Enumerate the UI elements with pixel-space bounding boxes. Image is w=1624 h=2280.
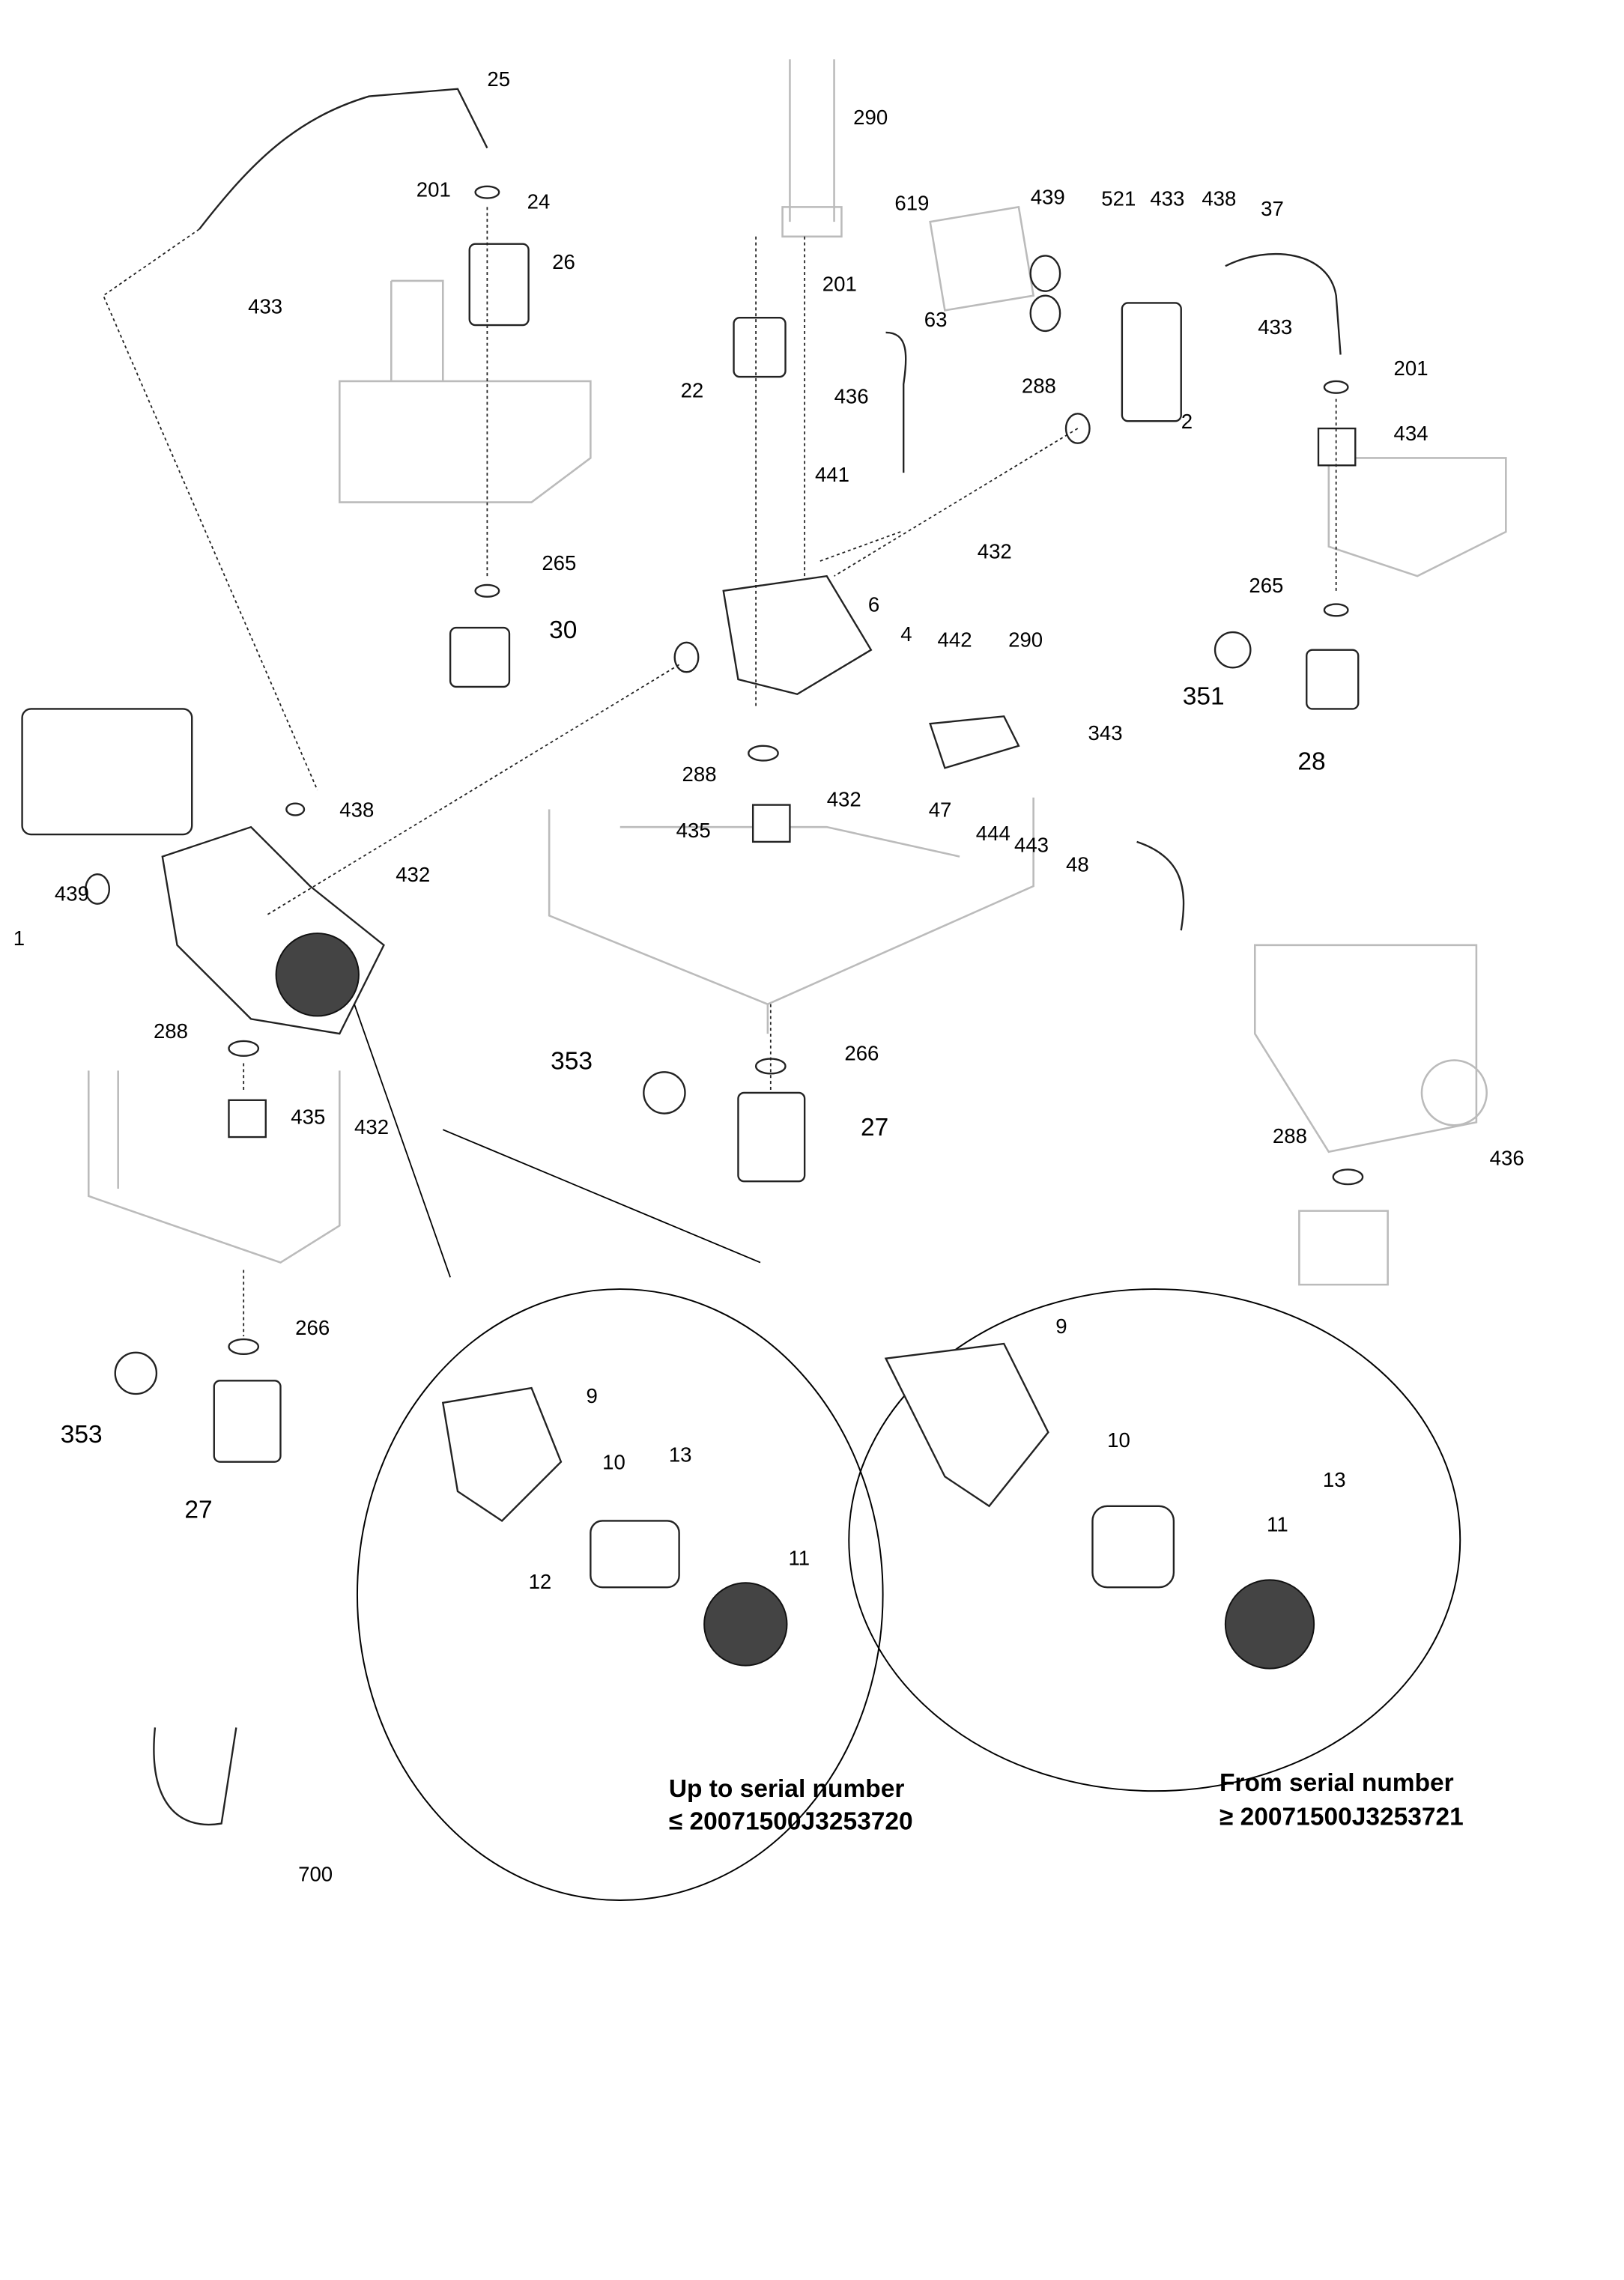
- callout-266: 266: [844, 1042, 879, 1065]
- callout-351: 351: [1183, 683, 1225, 711]
- callout-4: 4: [900, 622, 912, 646]
- safety-valve-22: [733, 317, 787, 378]
- callout-439: 439: [1031, 185, 1065, 208]
- parts: [21, 88, 1461, 1902]
- valve-2: [1121, 302, 1182, 422]
- caption-right: From serial number ≥ 20071500J3253721: [1219, 1769, 1464, 1831]
- callout-288: 288: [1022, 375, 1056, 398]
- cable-700: [153, 1727, 237, 1826]
- callout-28: 28: [1297, 748, 1325, 775]
- callout-27: 27: [861, 1114, 888, 1141]
- hydraulic-block-6: [722, 574, 873, 696]
- callout-433: 433: [1150, 187, 1184, 210]
- callout-2: 2: [1181, 410, 1193, 433]
- callout-265: 265: [542, 551, 576, 574]
- callout-432: 432: [978, 539, 1012, 563]
- pipe-63: [885, 331, 907, 473]
- callout-24: 24: [527, 190, 551, 213]
- sensor-47: [929, 715, 1020, 769]
- callout-442: 442: [938, 628, 972, 652]
- callout-25: 25: [487, 67, 510, 91]
- callout-353: 353: [551, 1047, 593, 1075]
- callout-433: 433: [248, 294, 282, 318]
- pipe-37: [1225, 252, 1342, 355]
- callout-288: 288: [682, 762, 717, 786]
- exploded-view-connector-lines: [102, 207, 1337, 1337]
- callout-266: 266: [295, 1316, 330, 1339]
- callout-432: 432: [396, 863, 430, 886]
- pipe-25: [199, 88, 488, 230]
- detail-ellipse-right: [848, 1288, 1461, 1792]
- caption-left: Up to serial number ≤ 20071500J3253720: [669, 1775, 913, 1835]
- callout-13: 13: [1323, 1468, 1346, 1491]
- callout-436: 436: [834, 385, 869, 408]
- callout-201: 201: [416, 178, 451, 201]
- pump-motor: [275, 933, 360, 1017]
- callout-521: 521: [1101, 187, 1136, 210]
- callout-436: 436: [1490, 1147, 1524, 1170]
- callout-6: 6: [868, 592, 879, 616]
- detail-parts: [441, 1342, 1315, 1670]
- callout-438: 438: [339, 798, 374, 821]
- callout-63: 63: [924, 308, 948, 331]
- callout-353: 353: [61, 1421, 103, 1449]
- callout-265: 265: [1249, 574, 1283, 597]
- callout-290: 290: [853, 106, 888, 129]
- callout-13: 13: [669, 1443, 692, 1467]
- callout-12: 12: [529, 1570, 552, 1593]
- callout-441: 441: [815, 463, 849, 486]
- callout-432: 432: [354, 1115, 389, 1139]
- caption-right-line1: From serial number: [1219, 1769, 1454, 1797]
- callout-47: 47: [929, 798, 952, 821]
- diverter-valve-body: [161, 825, 385, 1035]
- callout-343: 343: [1088, 721, 1123, 745]
- callout-10: 10: [602, 1451, 625, 1474]
- callout-434: 434: [1394, 422, 1428, 445]
- callout-288: 288: [1273, 1124, 1307, 1147]
- callout-1: 1: [13, 927, 25, 950]
- callout-10: 10: [1107, 1428, 1130, 1452]
- callout-439: 439: [55, 882, 89, 906]
- callout-27: 27: [184, 1497, 212, 1524]
- hose-48: [1136, 840, 1185, 931]
- callout-11: 11: [1267, 1512, 1288, 1535]
- caption-left-line2: ≤ 20071500J3253720: [669, 1807, 913, 1835]
- callout-26: 26: [552, 250, 575, 273]
- callout-201: 201: [1394, 357, 1428, 380]
- callout-443: 443: [1014, 834, 1049, 857]
- callout-290: 290: [1008, 628, 1043, 652]
- callout-619: 619: [894, 191, 929, 214]
- callout-201: 201: [822, 273, 857, 296]
- washers: [85, 185, 1364, 1395]
- callout-22: 22: [681, 379, 704, 402]
- callout-288: 288: [154, 1019, 188, 1043]
- callout-444: 444: [976, 822, 1011, 845]
- callout-435: 435: [291, 1105, 325, 1128]
- caption-left-line1: Up to serial number: [669, 1775, 905, 1803]
- valve-27b: [213, 1380, 282, 1463]
- callout-9: 9: [1055, 1315, 1067, 1338]
- valve-30: [449, 626, 511, 688]
- callout-37: 37: [1261, 197, 1284, 220]
- valve-26: [468, 243, 530, 327]
- callout-11: 11: [788, 1547, 810, 1570]
- heat-exchanger-1: [21, 708, 193, 836]
- detail-ellipse-left: [356, 1288, 884, 1902]
- callout-433: 433: [1258, 315, 1292, 339]
- callout-432: 432: [827, 788, 861, 811]
- callout-9: 9: [586, 1384, 597, 1407]
- callout-438: 438: [1202, 187, 1236, 210]
- background-ghost-plates: [87, 59, 1507, 1286]
- callout-48: 48: [1066, 852, 1089, 876]
- valve-27: [737, 1091, 806, 1183]
- caption-right-line2: ≥ 20071500J3253721: [1219, 1804, 1464, 1831]
- callout-30: 30: [549, 616, 577, 644]
- callout-700: 700: [298, 1862, 333, 1885]
- callout-435: 435: [676, 819, 711, 842]
- valve-28: [1306, 649, 1360, 710]
